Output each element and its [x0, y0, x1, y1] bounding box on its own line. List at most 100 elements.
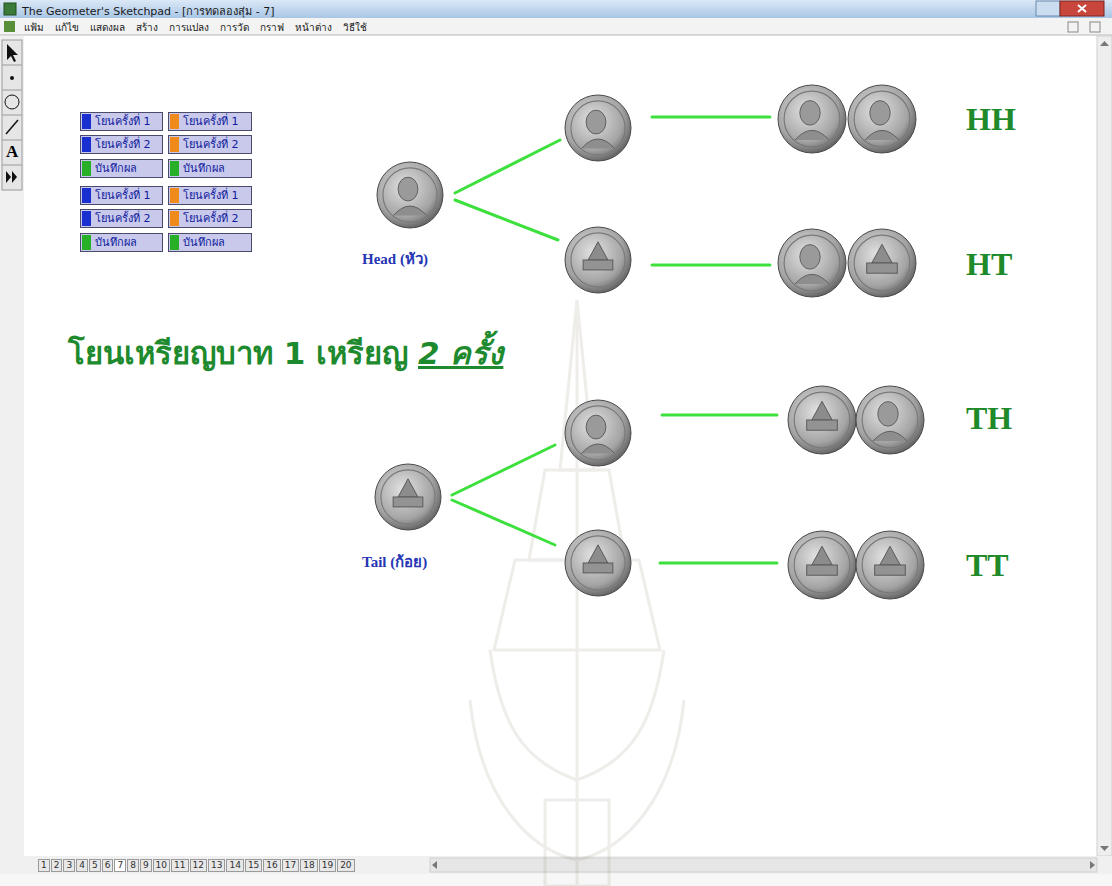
- coin-rim: [571, 101, 625, 155]
- portrait-head: [398, 177, 418, 201]
- temple-base: [807, 565, 838, 575]
- action-button: โยนครั้งที่ 2: [168, 135, 252, 154]
- outcome-label: HH: [966, 101, 1016, 137]
- app-icon: [4, 3, 16, 15]
- coin-face: [848, 229, 916, 297]
- page-tab: 20: [337, 859, 354, 872]
- coin-face: [788, 386, 856, 454]
- coin-tail: [788, 531, 856, 599]
- page-tab: 8: [127, 859, 139, 872]
- portrait-head: [878, 402, 898, 426]
- outcome-node: HH: [966, 101, 1016, 137]
- action-button: โยนครั้งที่ 2: [80, 135, 163, 154]
- temple-roof: [812, 546, 832, 565]
- outcome-node: HT: [966, 246, 1012, 282]
- branch-line: [455, 140, 560, 193]
- branch-line: [455, 200, 558, 240]
- text-tool: A: [6, 142, 18, 162]
- page-tab: 7: [114, 859, 126, 872]
- coin-face: [375, 464, 441, 530]
- page-tab: 11: [171, 859, 188, 872]
- outcome-label: TH: [966, 400, 1012, 436]
- mdi-restore: [1068, 22, 1078, 32]
- page-tab: 10: [153, 859, 170, 872]
- coin-face: [788, 531, 856, 599]
- outcome-label: HT: [966, 246, 1012, 282]
- coin-rim: [794, 392, 850, 448]
- status-bar: [0, 874, 1112, 886]
- line-tool: [6, 120, 18, 134]
- outcome-node: TH: [966, 400, 1012, 436]
- portrait-shoulders: [582, 139, 615, 148]
- coin-face: [565, 227, 631, 293]
- coin-face: [778, 229, 846, 297]
- coin-tail: [565, 227, 631, 293]
- page-tab: 13: [208, 859, 225, 872]
- action-button: บันทึกผล: [168, 159, 252, 178]
- button-label: โยนครั้งที่ 2: [183, 136, 239, 153]
- button-label: โยนครั้งที่ 2: [183, 210, 239, 227]
- action-button: บันทึกผล: [80, 233, 163, 252]
- coin-face: [565, 530, 631, 596]
- coin-rim: [571, 406, 625, 460]
- coin-face: [565, 400, 631, 466]
- button-marker: [82, 211, 91, 226]
- branch-line: [652, 116, 770, 119]
- branch-line: [652, 264, 770, 267]
- page-tab: 16: [263, 859, 280, 872]
- scroll-arrows: [1100, 41, 1109, 851]
- button-marker: [170, 161, 179, 176]
- page-tab: 17: [282, 859, 299, 872]
- action-button: โยนครั้งที่ 2: [168, 209, 252, 228]
- coin-tail: [856, 531, 924, 599]
- tool-dividers: [2, 65, 22, 165]
- portrait-head: [586, 110, 606, 134]
- mdi-close: [1090, 22, 1100, 32]
- coin-tail: [788, 386, 856, 454]
- page-tab: 15: [245, 859, 262, 872]
- page-tab: 3: [63, 859, 75, 872]
- coin-face: [565, 95, 631, 161]
- coin-head: [778, 85, 846, 153]
- portrait-head: [586, 415, 606, 439]
- tab-strip: [0, 856, 1112, 874]
- page-tab: 4: [76, 859, 88, 872]
- button-marker: [170, 137, 179, 152]
- arrow-tool: [7, 44, 18, 62]
- coin-rim: [383, 168, 437, 222]
- temple-base: [875, 565, 906, 575]
- coin-rim: [784, 235, 840, 291]
- page-tab: 5: [89, 859, 101, 872]
- coin-caption: Head (หัว): [362, 247, 428, 271]
- coin-tail: [375, 464, 441, 530]
- temple-base: [867, 263, 898, 273]
- portrait-head: [800, 245, 820, 269]
- doc-icon: [4, 21, 15, 32]
- button-marker: [82, 114, 91, 129]
- coin-rim: [854, 91, 910, 147]
- h-scrollbar: [430, 858, 1097, 872]
- page-tab: 1: [38, 859, 50, 872]
- temple-roof: [880, 546, 900, 565]
- tree-branches: [452, 117, 777, 563]
- button-label: โยนครั้งที่ 1: [95, 187, 151, 204]
- temple-roof: [812, 401, 832, 420]
- toolbox-ground: [0, 36, 24, 856]
- portrait-shoulders: [865, 130, 899, 140]
- temple-base: [807, 420, 838, 430]
- outcome-node: TT: [966, 547, 1009, 583]
- branch-line: [662, 414, 777, 417]
- coin-face: [848, 85, 916, 153]
- button-marker: [170, 188, 179, 203]
- close-glyph: [1078, 5, 1086, 12]
- button-label: โยนครั้งที่ 2: [95, 136, 151, 153]
- menu-item: แก้ไข: [55, 20, 79, 35]
- button-label: โยนครั้งที่ 2: [95, 210, 151, 227]
- menu-item: แฟ้ม: [24, 20, 44, 35]
- point-tool: [10, 76, 14, 80]
- action-button: โยนครั้งที่ 1: [80, 186, 163, 205]
- menu-item: หน้าต่าง: [295, 20, 332, 35]
- coin-face: [778, 85, 846, 153]
- menu-item: สร้าง: [136, 20, 158, 35]
- portrait-shoulders: [795, 130, 829, 140]
